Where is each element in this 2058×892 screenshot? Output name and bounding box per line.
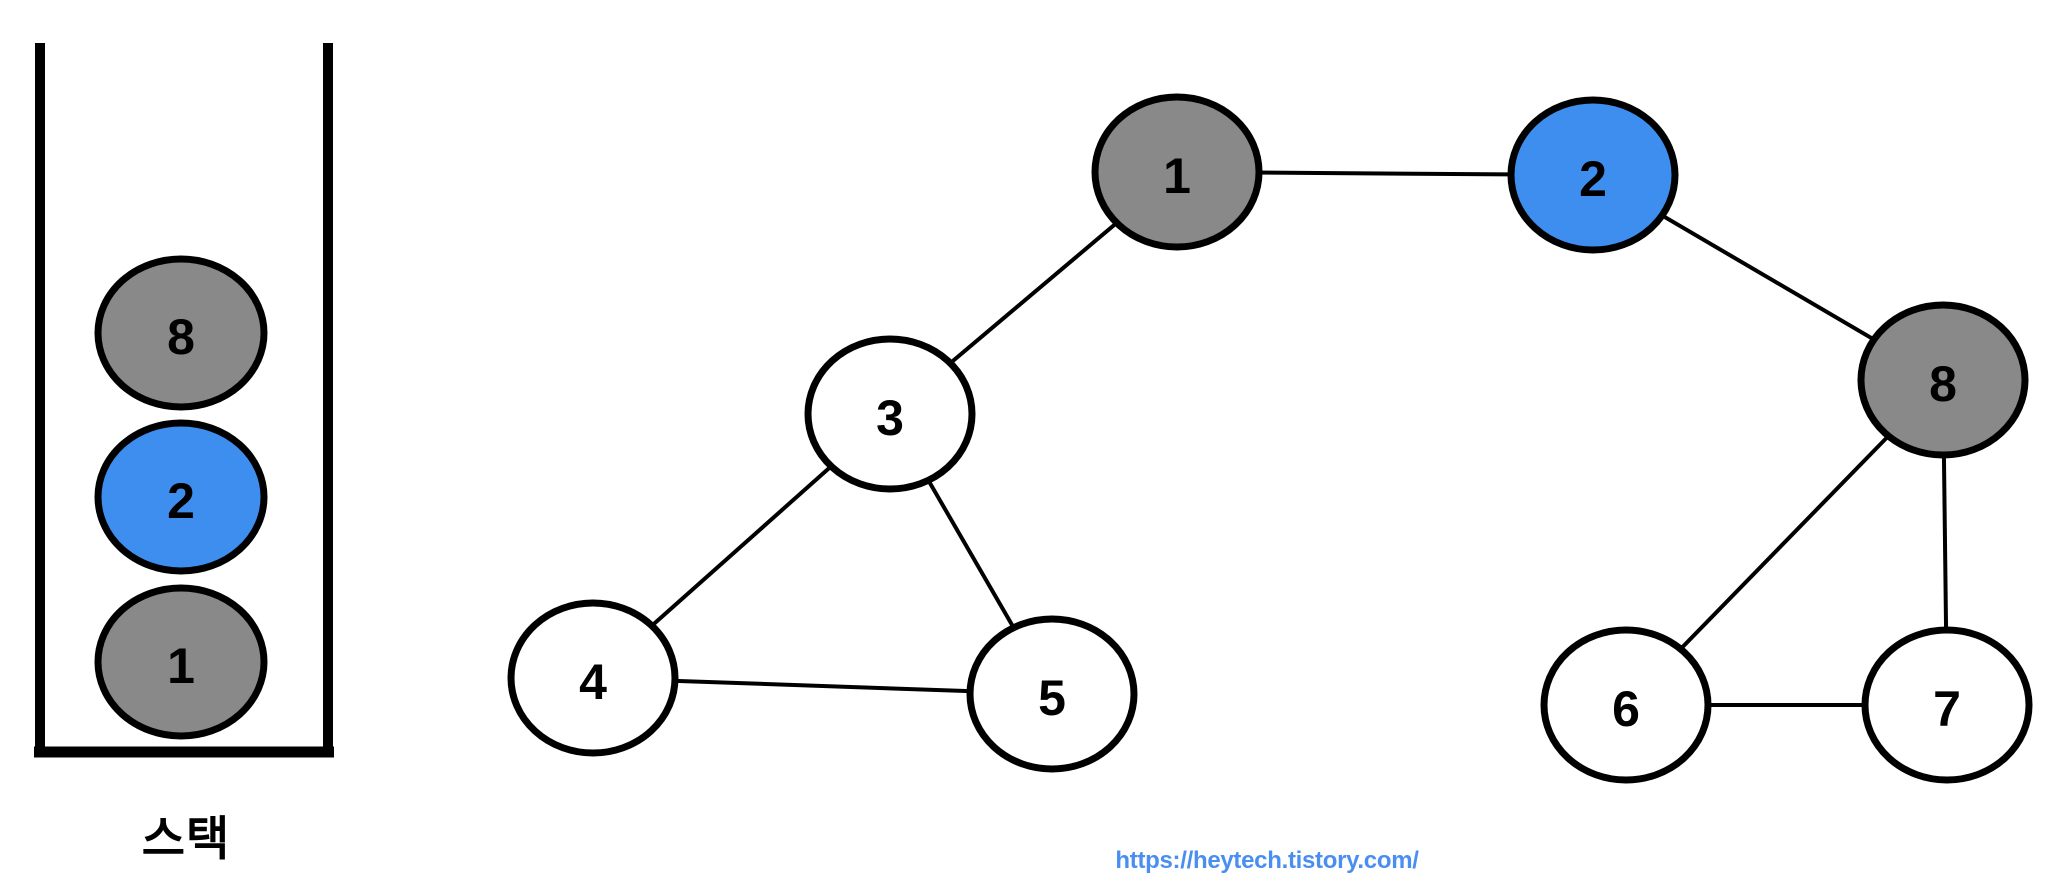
graph-node-label-2: 2 xyxy=(1579,151,1607,207)
stack-slot-value: 1 xyxy=(167,638,195,694)
graph-node-circle-3 xyxy=(804,335,976,493)
graph-node-label-6: 6 xyxy=(1612,681,1640,737)
graph-node-label-4: 4 xyxy=(579,654,607,710)
graph-node-circle-8 xyxy=(1857,301,2029,459)
stack-label: 스택 xyxy=(141,812,231,865)
stack-slot-ellipse xyxy=(94,584,268,740)
graph-node-label-5: 5 xyxy=(1038,670,1066,726)
graph-node-circle-6 xyxy=(1540,626,1712,784)
stack-slot-value: 2 xyxy=(167,473,195,529)
graph-node-label-3: 3 xyxy=(876,390,904,446)
graph-node-circle-1 xyxy=(1091,93,1263,251)
stack-container: 8 2 1 xyxy=(34,43,334,758)
graph-node-label-8: 8 xyxy=(1929,356,1957,412)
stack-slot-ellipse xyxy=(94,255,268,411)
graph-node-label-1: 1 xyxy=(1163,148,1191,204)
stack-slot-ellipse xyxy=(94,419,268,575)
graph-node-circle-5 xyxy=(966,615,1138,773)
stack-slot-value: 8 xyxy=(167,309,195,365)
graph-node-circle-2 xyxy=(1507,96,1679,254)
graph-node-circle-7 xyxy=(1861,626,2033,784)
graph-node-label-7: 7 xyxy=(1933,681,1961,737)
graph-edges xyxy=(591,170,1949,707)
footer-url-link[interactable]: https://heytech.tistory.com/ xyxy=(1115,847,1419,874)
graph-node-circle-4 xyxy=(507,599,679,757)
graph-nodes: 1 2 3 4 5 6 7 8 xyxy=(507,93,2033,784)
